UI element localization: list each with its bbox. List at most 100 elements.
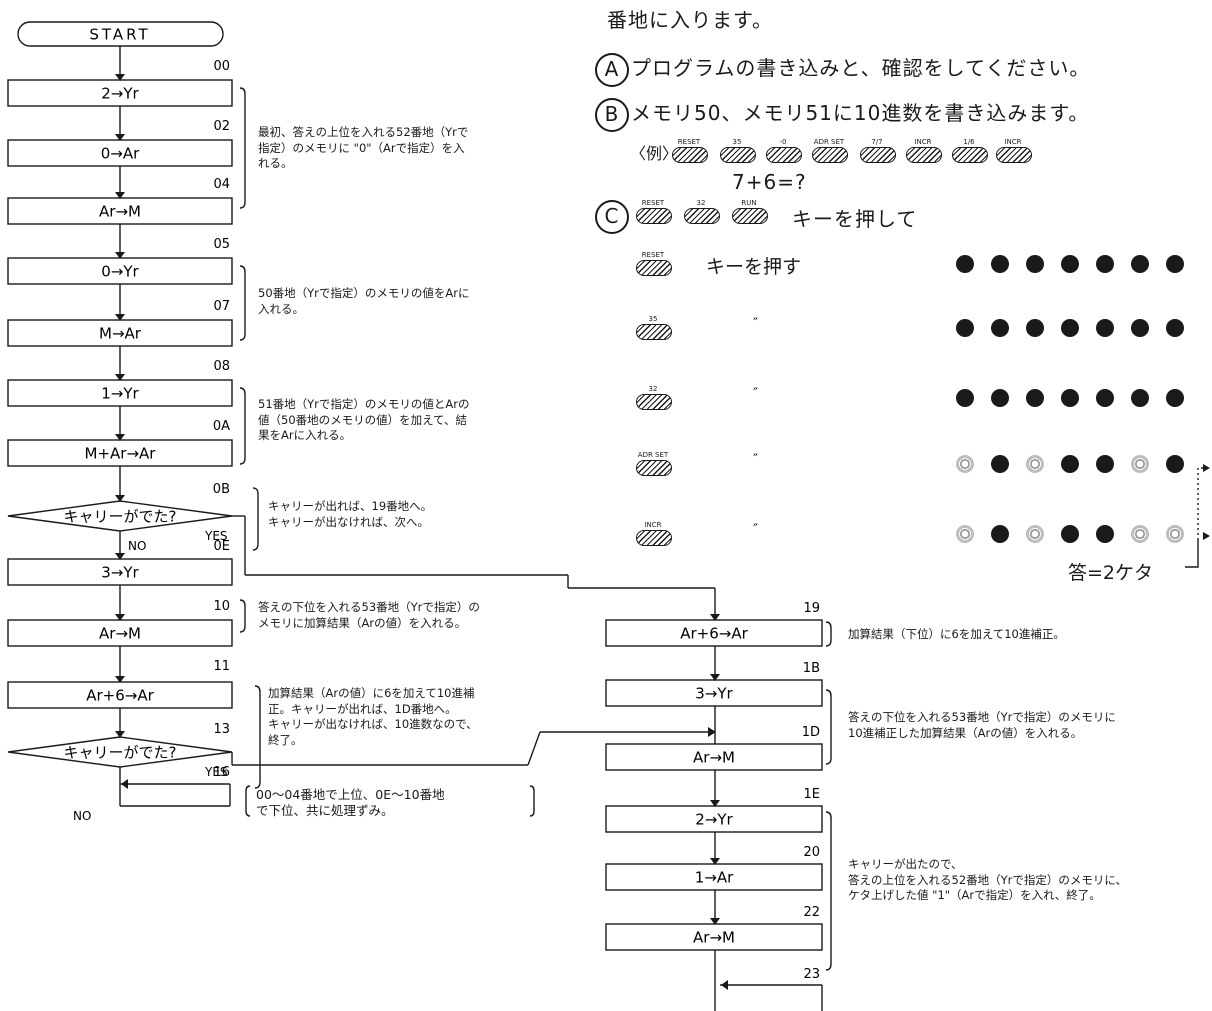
- equation: 7+6=?: [732, 170, 807, 194]
- process-box: [7, 558, 233, 586]
- address-label: 02: [213, 119, 230, 134]
- process-box: [605, 923, 823, 951]
- decision-label: キャリーがでた?: [64, 744, 177, 762]
- process-box: [605, 805, 823, 833]
- top-line: 番地に入ります。: [607, 8, 773, 32]
- led-off: [1131, 455, 1149, 473]
- process-label: 2→Yr: [101, 85, 139, 103]
- yes-label-1: YES: [204, 529, 228, 543]
- c-key-label: 32: [696, 199, 706, 207]
- process-box: [7, 319, 233, 347]
- c-key[interactable]: [684, 208, 720, 224]
- address-label: 23: [803, 967, 820, 982]
- process-label: 3→Yr: [695, 685, 733, 703]
- led-row-key[interactable]: [636, 460, 672, 476]
- led-row-key-label: 32: [648, 385, 658, 393]
- example-key[interactable]: [766, 147, 802, 163]
- led-off: [1026, 455, 1044, 473]
- led-off: [1166, 525, 1184, 543]
- led-on: [1166, 455, 1184, 473]
- led-row-action: ″: [753, 316, 759, 332]
- example-key-label: 35: [732, 138, 742, 146]
- address-label: 19: [803, 601, 820, 616]
- led-on: [1166, 319, 1184, 337]
- process-label: 0→Ar: [101, 145, 140, 163]
- led-on: [1096, 255, 1114, 273]
- led-off: [956, 455, 974, 473]
- led-on: [1166, 255, 1184, 273]
- process-box: [605, 679, 823, 707]
- example-key[interactable]: [860, 147, 896, 163]
- example-key[interactable]: [906, 147, 942, 163]
- circle-a: A: [595, 52, 629, 87]
- led-on: [991, 255, 1009, 273]
- example-key[interactable]: [720, 147, 756, 163]
- step-a-text: プログラムの書き込みと、確認をしてください。: [631, 56, 1091, 80]
- note-right-adjust: 加算結果（下位）に6を加えて10進補正。: [848, 627, 1065, 641]
- led-on: [956, 389, 974, 407]
- example-key[interactable]: [996, 147, 1032, 163]
- example-key[interactable]: [812, 147, 848, 163]
- led-on: [956, 319, 974, 337]
- start-label: START: [89, 26, 150, 44]
- led-row-key[interactable]: [636, 530, 672, 546]
- led-row-action: ″: [753, 522, 759, 538]
- address-label: 07: [213, 299, 230, 314]
- process-label: Ar+6→Ar: [86, 687, 154, 705]
- address-label: 0A: [213, 419, 230, 434]
- no-label-2: NO: [73, 809, 91, 823]
- led-on: [1131, 255, 1149, 273]
- note-carry-branch: キャリーが出れば、19番地へ。 キャリーが出なければ、次へ。: [268, 499, 433, 529]
- note-done: 00～04番地で上位、0E～10番地 で下位、共に処理ずみ。: [256, 787, 445, 818]
- led-on: [991, 455, 1009, 473]
- led-on: [1061, 525, 1079, 543]
- process-box: [7, 197, 233, 225]
- led-on: [1131, 319, 1149, 337]
- led-row-key[interactable]: [636, 394, 672, 410]
- led-on: [991, 389, 1009, 407]
- led-row-key-label: 35: [648, 315, 658, 323]
- yes-label-2: YES: [204, 765, 228, 779]
- address-label: 10: [213, 599, 230, 614]
- process-label: Ar+6→Ar: [680, 625, 748, 643]
- led-on: [1061, 455, 1079, 473]
- process-box: [605, 743, 823, 771]
- led-row-action: ″: [753, 386, 759, 402]
- led-row-key[interactable]: [636, 260, 672, 276]
- example-key-label: INCR: [914, 138, 932, 146]
- led-row-action: キーを押す: [706, 256, 802, 278]
- address-label: 20: [803, 845, 820, 860]
- led-on: [1096, 455, 1114, 473]
- note-add: 51番地（Yrで指定）のメモリの値とArの 値（50番地のメモリの値）を加えて、…: [258, 397, 470, 442]
- step-c: C: [595, 200, 631, 234]
- address-label: 13: [213, 722, 230, 737]
- led-row-action: ″: [753, 452, 759, 468]
- note-init: 最初、答えの上位を入れる52番地（Yrで 指定）のメモリに "0"（Arで指定）…: [258, 125, 469, 170]
- c-key[interactable]: [732, 208, 768, 224]
- led-row-key[interactable]: [636, 324, 672, 340]
- answer-note: 答=2ケタ: [1068, 562, 1154, 584]
- led-off: [1131, 525, 1149, 543]
- example-key[interactable]: [672, 147, 708, 163]
- example-key-label: ADR SET: [813, 138, 845, 146]
- circle-b: B: [595, 97, 629, 132]
- process-label: M→Ar: [99, 325, 142, 343]
- c-key[interactable]: [636, 208, 672, 224]
- led-on: [1026, 255, 1044, 273]
- process-label: 1→Ar: [695, 869, 734, 887]
- example-key-label: RESET: [677, 138, 701, 146]
- led-on: [1131, 389, 1149, 407]
- c-key-label: RESET: [641, 199, 665, 207]
- example-key[interactable]: [952, 147, 988, 163]
- led-on: [991, 319, 1009, 337]
- process-label: Ar→M: [99, 625, 141, 643]
- note-store-low: 答えの下位を入れる53番地（Yrで指定）の メモリに加算結果（Arの値）を入れる…: [258, 600, 480, 630]
- address-label: 0E: [214, 539, 231, 554]
- led-on: [1096, 389, 1114, 407]
- example-key-label: 1/6: [963, 138, 975, 146]
- process-box: [7, 79, 233, 107]
- led-row-key-label: ADR SET: [637, 451, 669, 459]
- note-right-store-low: 答えの下位を入れる53番地（Yrで指定）のメモリに 10進補正した加算結果（Ar…: [848, 710, 1116, 740]
